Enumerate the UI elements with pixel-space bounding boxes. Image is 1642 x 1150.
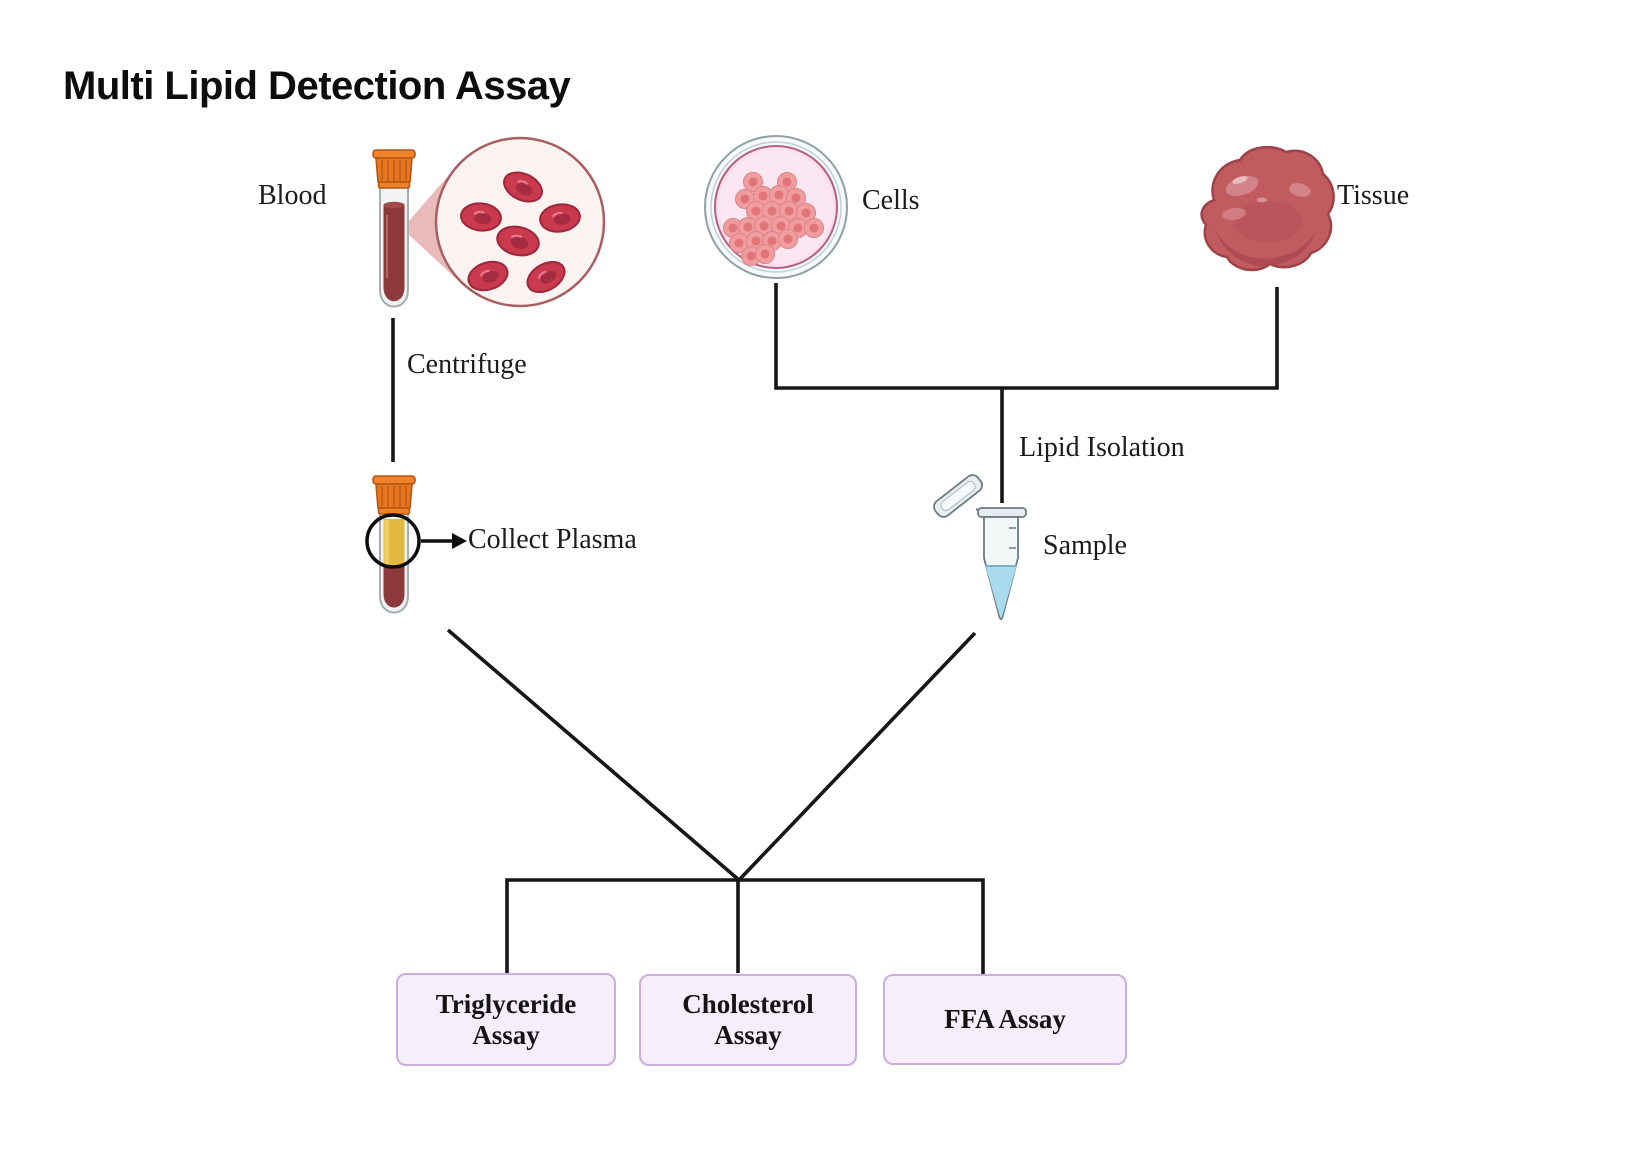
open-cap — [933, 474, 983, 518]
tissue-icon — [1200, 145, 1335, 272]
page-title: Multi Lipid Detection Assay — [63, 64, 571, 108]
flow-lines — [391, 283, 1279, 974]
red-blood-cells — [460, 171, 581, 294]
cells-label: Cells — [862, 185, 920, 216]
assay-branch-lines — [505, 878, 985, 974]
blood-layer — [383, 565, 405, 608]
cells-tissue-bracket — [774, 283, 1279, 390]
ffa-assay-box: FFA Assay — [883, 974, 1127, 1065]
assay-label-line1: Triglyceride — [435, 988, 577, 1019]
petri-dish-icon — [704, 135, 848, 279]
blood-label: Blood — [258, 180, 327, 211]
collect-plasma-arrow-icon — [421, 533, 467, 549]
triglyceride-assay-box: Triglyceride Assay — [396, 973, 616, 1066]
assay-label-line1: FFA Assay — [944, 1004, 1066, 1034]
converging-lines — [446, 628, 977, 883]
collect-plasma-label: Collect Plasma — [468, 524, 637, 555]
sample-tube-icon — [933, 474, 1027, 621]
tissue-label: Tissue — [1337, 180, 1410, 211]
assay-label-line2: Assay — [714, 1020, 782, 1050]
tube-cap — [372, 149, 416, 189]
sample-liquid — [985, 566, 1017, 617]
tube-cap — [372, 475, 416, 515]
assay-label-line1: Cholesterol — [682, 989, 814, 1019]
assay-label-line2: Assay — [472, 1019, 540, 1050]
cell-cluster — [723, 172, 824, 266]
sample-label: Sample — [1043, 530, 1127, 561]
centrifuge-label: Centrifuge — [407, 349, 527, 380]
cholesterol-assay-box: Cholesterol Assay — [639, 974, 857, 1066]
lipid-isolation-label: Lipid Isolation — [1019, 432, 1185, 463]
plasma-tube-icon — [365, 475, 467, 614]
rbc-magnifier-icon — [434, 136, 606, 308]
magnifier-circle-icon — [365, 513, 421, 569]
